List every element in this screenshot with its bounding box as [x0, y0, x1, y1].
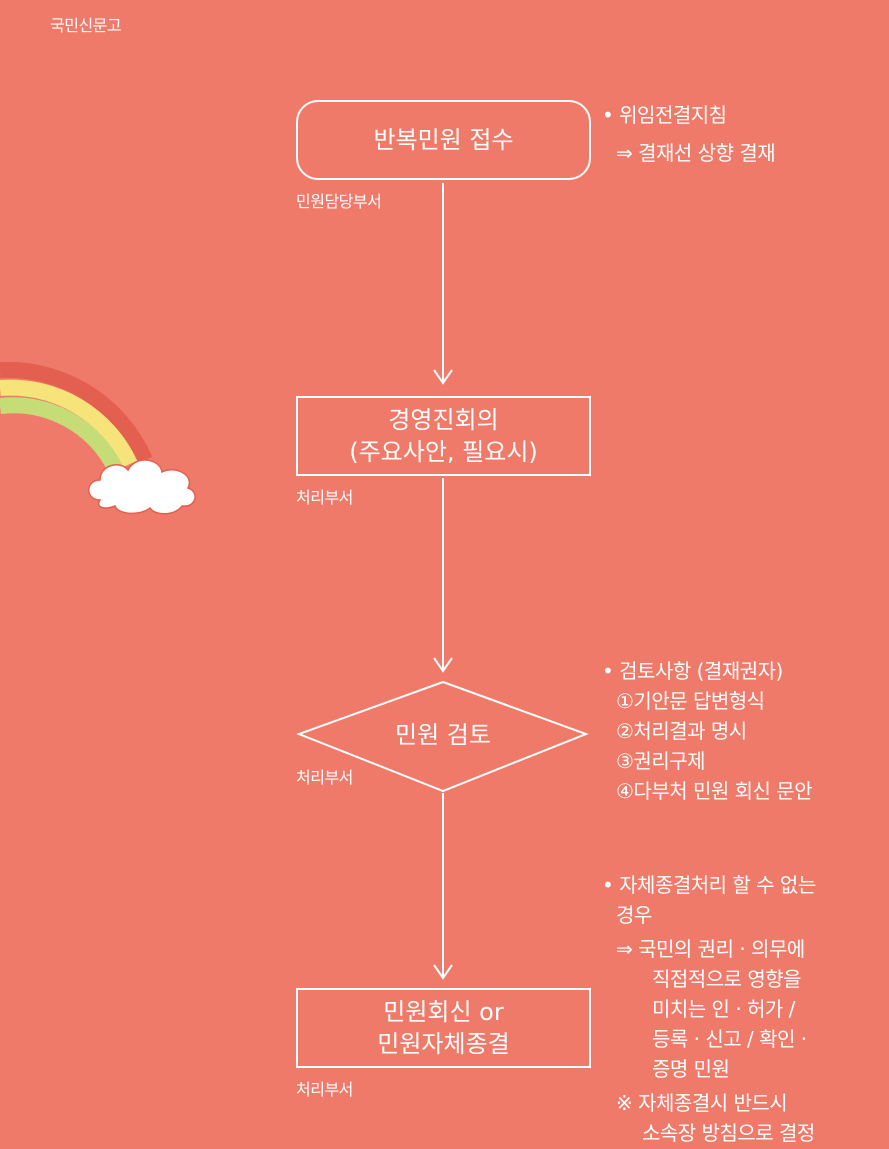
arrowhead-2: [433, 657, 453, 673]
flow-node-receive-label: 반복민원 접수: [373, 126, 514, 154]
flow-node-reply-label: 민원회신 or 민원자체종결: [377, 998, 510, 1058]
flow-node-meeting: 경영진회의 (주요사안, 필요시): [296, 396, 591, 476]
note-review: • 검토사항 (결재권자) ①기안문 답변형식 ②처리결과 명시 ③권리구제 ④…: [602, 656, 813, 806]
note-reply-remark: ※ 자체종결시 반드시: [616, 1091, 788, 1115]
note-reply-arrow-cont: 증명 민원: [652, 1057, 730, 1081]
note-review-item: ①기안문 답변형식: [616, 689, 765, 713]
flow-node-review: 민원 검토: [330, 712, 556, 758]
header-title: 국민신문고: [50, 16, 122, 35]
note-review-bullet: • 검토사항 (결재권자): [602, 659, 783, 683]
note-reply-remark-cont: 소속장 방침으로 결정: [642, 1121, 815, 1145]
note-reply-arrow-cont: 직접적으로 영향을: [652, 967, 802, 991]
flow-node-reply: 민원회신 or 민원자체종결: [296, 988, 591, 1068]
arrowhead-3: [433, 964, 453, 980]
note-receive-bullet: • 위임전결지침: [602, 103, 727, 127]
flow-node-meeting-dept: 처리부서: [296, 488, 353, 507]
review-diamond-shape: [296, 680, 589, 793]
note-review-item: ③권리구제: [616, 749, 706, 773]
flow-node-review-label: 민원 검토: [395, 721, 491, 749]
arrowhead-1: [433, 369, 453, 385]
note-reply-arrow-cont: 등록 · 신고 / 확인 ·: [652, 1027, 807, 1051]
note-receive: • 위임전결지침 ⇒ 결재선 상향 결재: [602, 100, 776, 168]
flow-node-reply-dept: 처리부서: [296, 1080, 353, 1099]
note-reply-arrow-line: ⇒ 국민의 권리 · 의무에: [616, 937, 805, 961]
flow-node-review-dept: 처리부서: [296, 768, 353, 787]
note-review-item: ②처리결과 명시: [616, 719, 747, 743]
flow-node-meeting-label: 경영진회의 (주요사안, 필요시): [349, 406, 538, 466]
flow-node-receive-dept: 민원담당부서: [296, 192, 382, 211]
note-reply-arrow-cont: 미치는 인 · 허가 /: [652, 997, 795, 1021]
rainbow-cloud-illustration: [0, 361, 196, 515]
note-reply-bullet-cont: 경우: [616, 903, 652, 927]
flow-node-receive: 반복민원 접수: [296, 100, 591, 180]
note-receive-line: ⇒ 결재선 상향 결재: [616, 141, 776, 165]
note-review-item: ④다부처 민원 회신 문안: [616, 779, 813, 803]
note-reply: • 자체종결처리 할 수 없는 경우 ⇒ 국민의 권리 · 의무에 직접적으로 …: [602, 870, 816, 1148]
note-reply-bullet: • 자체종결처리 할 수 없는: [602, 873, 816, 897]
